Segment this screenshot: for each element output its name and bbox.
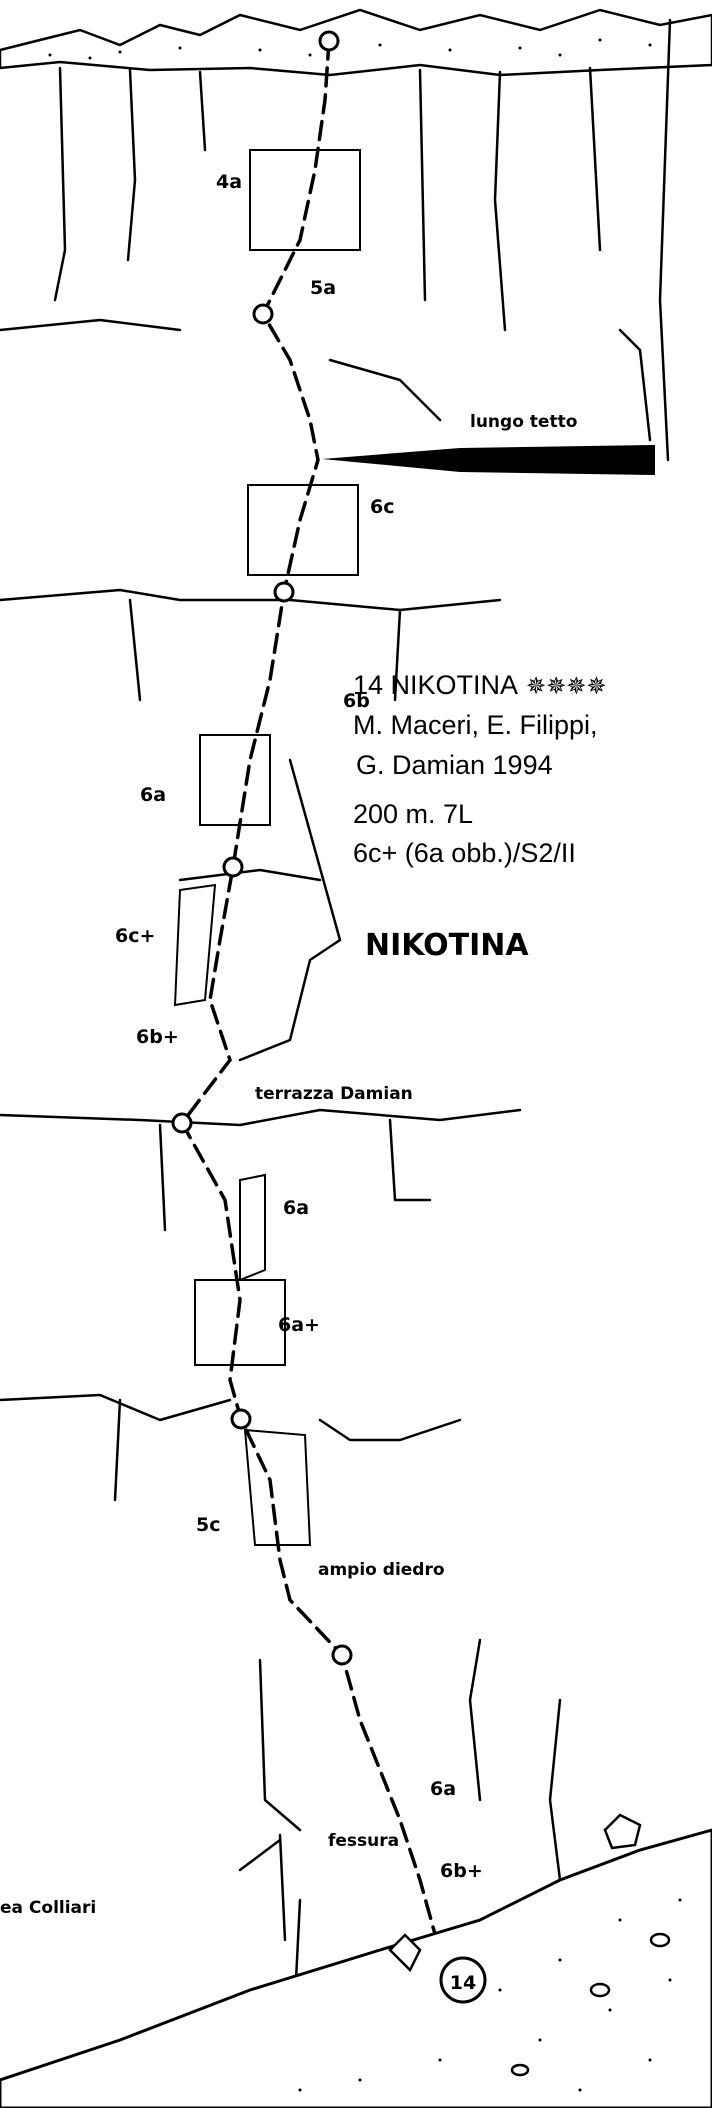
summit-ledge: [0, 8, 712, 77]
grade-label: 5c: [196, 1514, 220, 1536]
route-number: 14: [450, 1972, 476, 1994]
belay-icon: [318, 30, 340, 52]
route-title: 14 NIKOTINA ✵✵✵✵: [353, 670, 606, 700]
route-name-label: NIKOTINA: [365, 928, 529, 963]
belay-icon: [331, 1644, 353, 1666]
route-number-circle: [439, 1956, 487, 2004]
route-grade: 6c+ (6a obb.)/S2/II: [353, 838, 576, 868]
boulders: [388, 1813, 671, 2077]
pitch-box: [239, 1173, 266, 1282]
belay-icon: [171, 1112, 193, 1134]
belay-icon: [222, 856, 244, 878]
feature-label-crack: fessura: [328, 1831, 399, 1851]
ledge-stipple: [48, 38, 652, 60]
grade-label: 6c+: [115, 925, 155, 947]
belay-icon: [230, 1408, 252, 1430]
grade-label: 6a: [283, 1197, 309, 1219]
pitch-box: [247, 484, 359, 576]
route-title-text: 14 NIKOTINA: [353, 670, 518, 700]
feature-label-neighbor: ea Colliari: [0, 1898, 96, 1918]
grade-label: 6a: [430, 1778, 456, 1800]
grade-label: 6a: [140, 784, 166, 806]
pitch-box: [249, 149, 361, 251]
feature-label-terrace: terrazza Damian: [255, 1084, 413, 1104]
route-line: [179, 39, 440, 1947]
belay-icon: [252, 303, 274, 325]
pitch-box: [199, 734, 271, 826]
pitch-box: [173, 883, 217, 1007]
grade-label: 4a: [216, 171, 242, 193]
grade-label: 6b: [343, 690, 370, 712]
feature-label-dihedral: ampio diedro: [318, 1560, 445, 1580]
feature-label-roof: lungo tetto: [470, 412, 577, 432]
belay-icon: [273, 581, 295, 603]
grade-label: 6c: [370, 496, 394, 518]
route-authors: G. Damian 1994: [356, 750, 553, 780]
route-authors: M. Maceri, E. Filippi,: [353, 710, 598, 740]
roof-overhang: [322, 445, 655, 475]
grade-label: 6a+: [278, 1314, 320, 1336]
rock-lines: [0, 18, 672, 2002]
rating-stars: ✵✵✵✵: [526, 673, 606, 700]
pitch-box: [194, 1279, 286, 1366]
grade-label: 6b+: [440, 1860, 483, 1882]
grade-label: 6b+: [136, 1026, 179, 1048]
ground-stipple: [298, 1898, 682, 2092]
belay-stations: [171, 30, 449, 1956]
grade-label: 5a: [310, 277, 336, 299]
route-length: 200 m. 7L: [353, 799, 473, 829]
ground-slope: [0, 1828, 712, 2108]
